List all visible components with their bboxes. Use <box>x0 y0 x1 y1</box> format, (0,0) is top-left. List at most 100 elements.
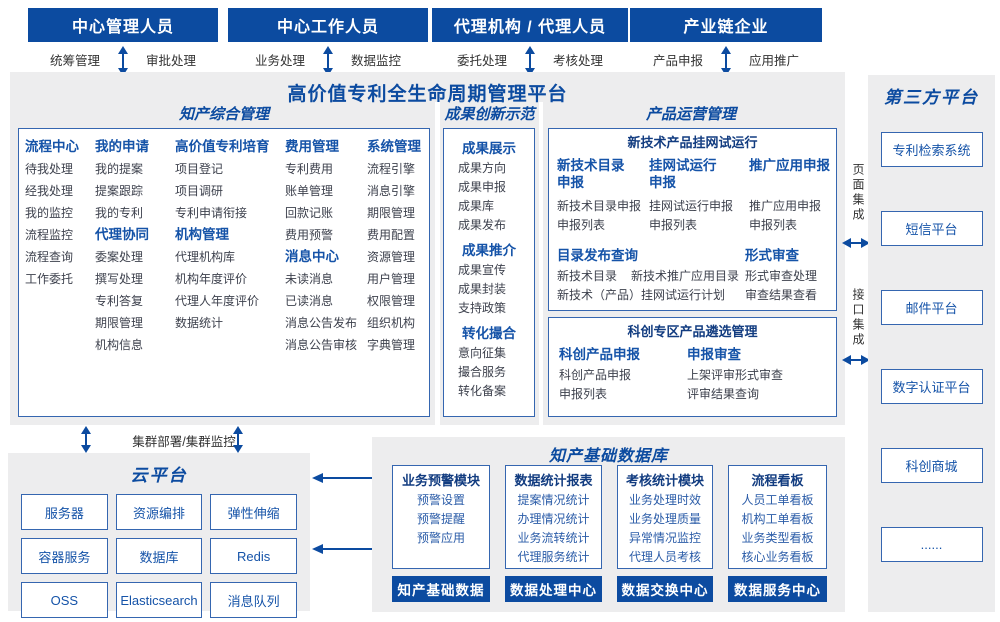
module-item-list: 项目登记项目调研专利申请衔接 <box>175 158 285 224</box>
cloud-service: 消息队列 <box>210 582 297 618</box>
module-item: 期限管理 <box>95 316 144 330</box>
role-group-agencies: 代理机构 / 代理人员 委托处理 考核处理 <box>432 8 628 76</box>
module-group-header: 成果展示 <box>462 141 516 156</box>
module-item: 预警应用 <box>416 531 465 545</box>
module-item: 申报列表 <box>749 218 798 232</box>
kechuang-column: 申报审查 上架评审形式审查评审结果查询 <box>687 344 826 404</box>
module-item: 组织机构 <box>367 316 416 330</box>
cloud-service: 数据库 <box>115 538 203 574</box>
role-title: 产业链企业 <box>630 8 822 42</box>
role-title: 中心管理人员 <box>28 8 218 42</box>
module-item: 资源管理 <box>367 250 416 264</box>
module-item-list: 专利费用账单管理回款记账费用预警 <box>285 158 367 246</box>
module-item: 成果宣传 <box>458 263 507 277</box>
kechuang-selection-box: 科创专区产品遴选管理 科创产品申报 科创产品申报申报列表 申报审查 上架评审形式… <box>548 317 837 417</box>
data-center-badge: 数据服务中心 <box>728 576 827 602</box>
third-party-system: 科创商城 <box>880 448 983 483</box>
module-item: 回款记账 <box>285 206 334 220</box>
module-group-header: 目录发布查询 <box>557 248 638 263</box>
section-divider <box>539 102 543 425</box>
cloud-service: 弹性伸缩 <box>210 494 297 530</box>
module-item: 预警提醒 <box>416 512 465 526</box>
module-item-list: 我的提案提案跟踪我的专利 <box>95 158 175 224</box>
module-item: 撮合服务 <box>458 365 507 379</box>
module-item: 流程引擎 <box>367 162 416 176</box>
module-item: 新技术目录申报 <box>557 199 642 213</box>
module-item: 期限管理 <box>367 206 416 220</box>
third-party-system-list: 专利检索系统短信平台邮件平台数字认证平台科创商城...... <box>868 132 995 562</box>
module-group-header: 高价值专利培育 <box>175 139 270 154</box>
module-item: 已读消息 <box>285 294 334 308</box>
module-item: 机构信息 <box>95 338 144 352</box>
module-item: 科创产品申报 <box>559 368 632 382</box>
data-module-box: 考核统计模块 业务处理时效业务处理质量异常情况监控代理人员考核 <box>617 465 713 569</box>
module-item: 未读消息 <box>285 272 334 286</box>
module-item: 预警设置 <box>416 493 465 507</box>
trial-column: 挂网试运行 申报 挂网试运行申报申报列表 <box>649 157 749 235</box>
module-item: 申报列表 <box>559 387 608 401</box>
section-title-achievement: 成果创新示范 <box>444 106 535 123</box>
module-item: 新技术推广应用目录 <box>631 269 740 283</box>
module-item-list: 未读消息已读消息消息公告发布消息公告审核 <box>285 268 367 356</box>
third-party-system: 数字认证平台 <box>880 369 983 404</box>
module-item: 我的提案 <box>95 162 144 176</box>
data-module-box: 业务预警模块 预警设置预警提醒预警应用 <box>392 465 490 569</box>
module-item-list: 待我处理经我处理我的监控流程监控流程查询工作委托 <box>25 158 95 290</box>
module-item: 项目登记 <box>175 162 224 176</box>
third-party-system: 短信平台 <box>880 211 983 246</box>
module-item: 消息公告审核 <box>285 338 358 352</box>
third-party-system: ...... <box>880 527 983 562</box>
ip-column: 高价值专利培育 项目登记项目调研专利申请衔接 机构管理 代理机构库机构年度评价代… <box>175 136 285 416</box>
role-function-label: 委托处理 <box>456 54 507 68</box>
cloud-service: OSS <box>21 582 108 618</box>
cluster-label: 集群部署/集群监控 <box>132 435 236 449</box>
module-item: 撰写处理 <box>95 272 144 286</box>
module-item: 经我处理 <box>25 184 74 198</box>
leftright-arrow-icon <box>842 354 870 366</box>
module-group-header: 推广应用申报 <box>749 158 830 173</box>
module-group-header: 机构管理 <box>175 227 229 242</box>
module-group-header: 考核统计模块 <box>625 473 704 488</box>
module-item: 项目调研 <box>175 184 224 198</box>
cloud-service: 服务器 <box>21 494 108 530</box>
module-item: 成果发布 <box>458 218 507 232</box>
cloud-service: 资源编排 <box>115 494 203 530</box>
section-title-ip-management: 知产综合管理 <box>178 106 269 123</box>
module-item: 申报列表 <box>557 218 606 232</box>
third-party-system: 专利检索系统 <box>880 132 983 167</box>
module-group-header: 申报审查 <box>687 347 741 362</box>
module-item: 代理服务统计 <box>517 550 590 564</box>
kechuang-column: 科创产品申报 科创产品申报申报列表 <box>559 344 687 404</box>
module-item: 业务处理质量 <box>628 512 701 526</box>
module-item: 办理情况统计 <box>517 512 590 526</box>
module-item: 权限管理 <box>367 294 416 308</box>
module-item: 专利申请衔接 <box>175 206 248 220</box>
role-function-label: 产品申报 <box>652 54 703 68</box>
module-item: 代理人员考核 <box>628 550 701 564</box>
module-item-list: 推广应用申报申报列表 <box>749 197 833 235</box>
module-group-header: 科创产品申报 <box>559 347 640 362</box>
role-group-center-managers: 中心管理人员 统筹管理 审批处理 <box>28 8 218 76</box>
data-center-badge: 数据处理中心 <box>505 576 602 602</box>
cloud-platform-title: 云平台 <box>130 466 188 485</box>
module-item: 数据统计 <box>175 316 224 330</box>
achievement-box: 成果展示 成果方向成果申报成果库成果发布 成果推介 成果宣传成果封装支持政策 转… <box>443 128 535 417</box>
ip-column: 系统管理 流程引擎消息引擎期限管理费用配置资源管理用户管理权限管理组织机构字典管… <box>367 136 429 416</box>
trial-column: 推广应用申报 推广应用申报申报列表 <box>749 157 833 235</box>
module-item-list: 流程引擎消息引擎期限管理费用配置资源管理用户管理权限管理组织机构字典管理 <box>367 158 429 356</box>
module-item-list: 成果宣传成果封装支持政策 <box>444 261 534 318</box>
module-item-list: 业务处理时效业务处理质量异常情况监控代理人员考核 <box>618 491 712 567</box>
role-title: 中心工作人员 <box>228 8 428 42</box>
trial-column: 新技术目录 申报 新技术目录申报申报列表 <box>557 157 649 235</box>
module-item: 提案跟踪 <box>95 184 144 198</box>
section-divider <box>435 102 440 425</box>
module-item-list: 预警设置预警提醒预警应用 <box>393 491 489 548</box>
role-function-label: 统筹管理 <box>49 54 100 68</box>
module-item-list: 科创产品申报申报列表 <box>559 366 687 404</box>
module-item: 工作委托 <box>25 272 74 286</box>
module-item: 费用预警 <box>285 228 334 242</box>
module-group-header: 转化撮合 <box>462 326 516 341</box>
module-item: 待我处理 <box>25 162 74 176</box>
